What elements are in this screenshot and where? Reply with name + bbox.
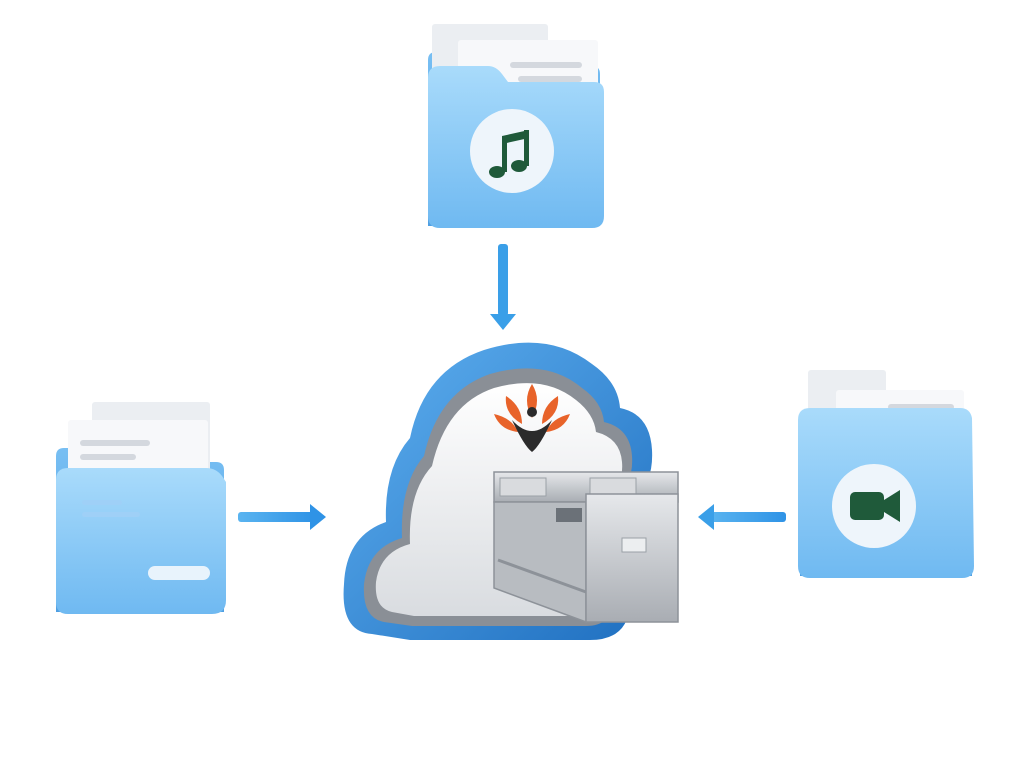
- arrow-shaft: [498, 244, 508, 316]
- cabinet-drawer-front: [585, 493, 679, 623]
- paper-line: [80, 440, 150, 446]
- folder-label-bar: [148, 566, 210, 580]
- folder-document: [56, 402, 226, 614]
- arrow-down: [490, 244, 516, 330]
- lotus-person-logo: [494, 384, 570, 452]
- folder-music: [428, 24, 604, 228]
- arrow-right: [238, 504, 326, 530]
- icon-badge: [470, 109, 554, 193]
- paper-line: [80, 454, 136, 460]
- drawer-label: [621, 537, 647, 553]
- file-folder-in-drawer: [556, 508, 582, 522]
- arrow-shaft: [238, 512, 314, 522]
- folder-front-panel: [56, 468, 226, 614]
- arrow-head: [698, 504, 714, 530]
- video-camera-icon: [850, 490, 900, 522]
- music-note-icon: [489, 130, 529, 178]
- arrow-head: [310, 504, 326, 530]
- file-cabinet-icon: [493, 471, 679, 624]
- arrow-shaft: [710, 512, 786, 522]
- paper-line: [518, 76, 582, 82]
- drawer-rail: [497, 558, 587, 594]
- arrow-head: [490, 314, 516, 330]
- document-line: [82, 500, 122, 505]
- cloud-storage: [343, 342, 679, 640]
- paper-line: [510, 62, 582, 68]
- cabinet-handle: [499, 477, 547, 497]
- document-line: [82, 512, 140, 517]
- folder-video: [798, 370, 974, 578]
- arrow-left: [698, 504, 786, 530]
